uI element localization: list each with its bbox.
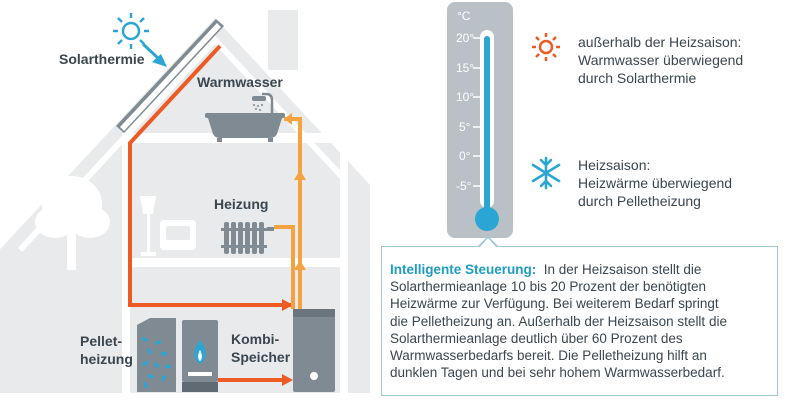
info-line-6: Warmwasserbedarfs bereit. Die Pelletheiz… xyxy=(390,348,707,364)
bathtub-icon xyxy=(205,92,285,142)
winter-legend-line3: durch Pelletheizung xyxy=(578,193,701,209)
info-heading: Intelligente Steuerung: xyxy=(390,262,537,277)
thermometer-tick-5: 5° xyxy=(459,120,471,134)
kombi-speicher-label-2: Speicher xyxy=(231,349,291,365)
info-box: Intelligente Steuerung: In der Heizsaiso… xyxy=(381,246,778,396)
thermometer-tick-15: 15° xyxy=(456,61,475,75)
info-line-7: dunklen Tagen und bei sehr hohem Warmwas… xyxy=(390,365,725,381)
thermometer-tick-0: 0° xyxy=(459,149,471,163)
info-line-3: Heizwärme zur Verfügung. Bei weiterem Be… xyxy=(390,296,719,312)
snowflake-icon xyxy=(531,156,561,190)
winter-legend-line2: Heizwärme überwiegend xyxy=(578,175,733,191)
kombi-storage-tank-icon xyxy=(293,309,335,392)
supply-arrow-up-1 xyxy=(294,260,306,270)
thermometer-icon xyxy=(447,2,513,238)
pipe-arrow-to-storage xyxy=(282,299,293,311)
thermometer-tick-minus5: -5° xyxy=(456,179,472,193)
pellet-storage-icon xyxy=(137,318,176,392)
summer-legend-line2: Warmwasser überwiegend xyxy=(578,52,744,68)
warmwasser-label: Warmwasser xyxy=(197,74,283,90)
pelletheizung-label-2: heizung xyxy=(80,351,133,367)
sunlight-arrow xyxy=(141,42,167,67)
pellet-boiler-icon xyxy=(182,320,218,392)
thermometer-tick-10: 10° xyxy=(456,90,475,104)
summer-legend-line1: außerhalb der Heizsaison: xyxy=(578,34,742,50)
heat-pipes xyxy=(128,44,293,382)
info-line-5: Solarthermieanlage deutlich über 60 Proz… xyxy=(390,330,683,346)
info-line-1-text: In der Heizsaison stellt die xyxy=(543,262,702,277)
tree-icon xyxy=(35,176,110,270)
pelletheizung-label-1: Pellet- xyxy=(80,333,123,349)
kombi-speicher-label-1: Kombi- xyxy=(231,331,280,347)
supply-arrow-up-2 xyxy=(294,170,306,180)
summer-sun-icon xyxy=(532,33,560,61)
info-line-4: die Pelletheizung an. Außerhalb der Heiz… xyxy=(390,313,727,329)
summer-legend-line3: durch Solarthermie xyxy=(578,70,697,86)
thermometer-tick-20: 20° xyxy=(456,31,475,45)
floor-lamp-icon xyxy=(140,196,156,256)
thermometer-unit: °C xyxy=(457,9,471,23)
heizung-label: Heizung xyxy=(214,196,269,212)
solar-panel xyxy=(116,19,224,133)
info-box-pointer-inner xyxy=(480,238,496,247)
info-line-1: Intelligente Steuerung: In der Heizsaiso… xyxy=(390,261,769,278)
pipe-arrow-boiler xyxy=(282,374,293,386)
info-line-2: Solarthermieanlage 10 bis 20 Prozent der… xyxy=(390,279,706,295)
armchair-icon xyxy=(160,220,196,250)
winter-legend-line1: Heizsaison: xyxy=(578,157,651,173)
solarthermie-label: Solarthermie xyxy=(59,51,145,67)
supply-arrow-bath xyxy=(284,113,292,125)
sun-icon xyxy=(113,13,149,49)
radiator-icon xyxy=(221,222,274,254)
